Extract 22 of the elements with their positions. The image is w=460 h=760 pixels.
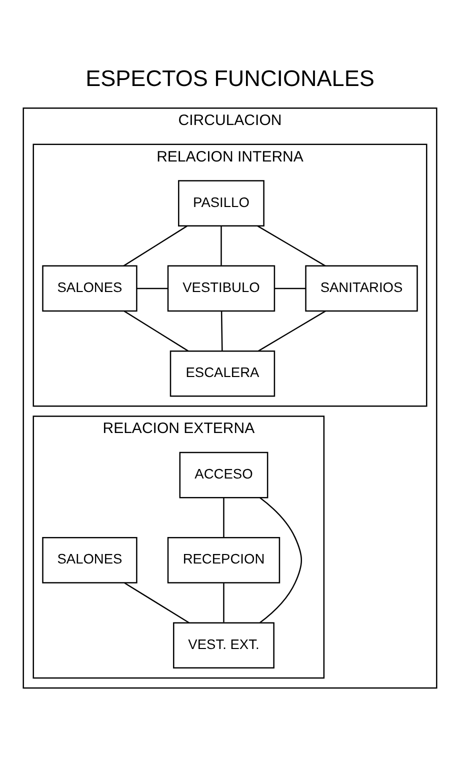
- connector: [220, 310, 223, 350]
- connector: [220, 226, 222, 265]
- connector: [136, 287, 168, 289]
- connector: [123, 225, 188, 266]
- node-box: VESTIBULO: [167, 264, 276, 312]
- connector: [260, 496, 302, 623]
- connector: [223, 498, 224, 537]
- connector: [124, 582, 190, 623]
- node-box: ESCALERA: [170, 350, 276, 396]
- connector: [257, 225, 326, 266]
- connector: [258, 310, 326, 351]
- node-box: SALONES: [42, 536, 138, 583]
- connector: [124, 310, 188, 351]
- node-box: ACCESO: [179, 451, 268, 498]
- node-box: SALONES: [42, 264, 138, 312]
- connector: [223, 582, 224, 622]
- connector: [274, 287, 306, 289]
- diagram-title: ESPECTOS FUNCIONALES: [86, 66, 374, 91]
- node-box: SANITARIOS: [305, 264, 418, 312]
- node-box: PASILLO: [178, 180, 264, 226]
- node-box: VEST. EXT.: [173, 622, 274, 668]
- node-box: RECEPCION: [167, 536, 280, 583]
